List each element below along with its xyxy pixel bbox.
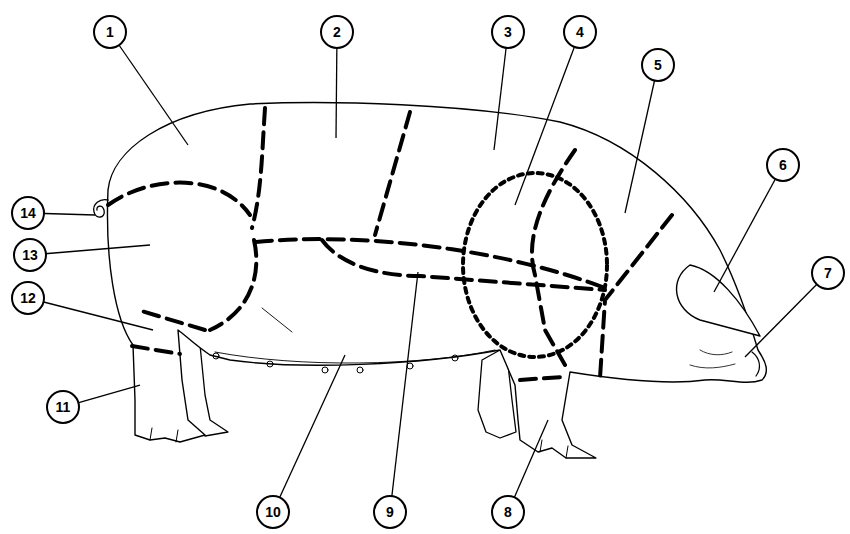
callout-circle: 7 [811, 256, 845, 290]
callout-circle: 5 [641, 48, 675, 82]
callout-number: 5 [654, 58, 662, 72]
pig-ear [677, 265, 760, 336]
leader-line [390, 272, 418, 512]
callout-circle: 4 [563, 15, 597, 49]
cut-line [520, 377, 562, 380]
callout-circle: 8 [491, 495, 525, 529]
pig-body-outline [107, 103, 766, 458]
belly-line [215, 350, 495, 363]
leader-line [110, 32, 188, 145]
leader-lines [28, 32, 828, 512]
callout-number: 9 [386, 505, 394, 519]
shoulder-cut-dotted [463, 173, 607, 357]
callout-circle: 3 [491, 15, 525, 49]
pig-tail [94, 200, 108, 217]
cut-line [132, 346, 180, 354]
cut-line [252, 108, 265, 228]
callout-circle: 10 [256, 495, 290, 529]
callout-circle: 6 [766, 148, 800, 182]
flank-wrinkle [262, 308, 292, 332]
callout-circle: 14 [11, 196, 45, 230]
callout-circle: 2 [320, 15, 354, 49]
face-wrinkle [690, 350, 735, 368]
leader-line [30, 245, 150, 255]
cut-line [108, 183, 250, 215]
callout-circle: 9 [373, 495, 407, 529]
callout-number: 8 [504, 505, 512, 519]
cut-line [256, 239, 605, 288]
callout-number: 2 [333, 25, 341, 39]
leader-line [714, 165, 783, 292]
pig-snout [752, 352, 759, 376]
cut-line [138, 310, 205, 330]
callout-circle: 11 [46, 390, 80, 424]
callout-number: 3 [504, 25, 512, 39]
hooves [150, 428, 568, 458]
leader-line [28, 298, 153, 330]
leader-line [625, 65, 658, 213]
callout-number: 4 [576, 25, 584, 39]
callout-circle: 13 [13, 238, 47, 272]
cut-line [210, 240, 256, 330]
leader-line [515, 32, 580, 205]
callout-number: 12 [20, 291, 36, 305]
callout-number: 6 [779, 158, 787, 172]
teats [213, 353, 458, 373]
leader-line [273, 355, 345, 512]
leader-line [745, 273, 828, 357]
callout-number: 7 [824, 266, 832, 280]
cut-line [375, 112, 410, 235]
callout-circle: 1 [93, 15, 127, 49]
callout-number: 14 [20, 206, 36, 220]
callout-number: 1 [106, 25, 114, 39]
callout-number: 13 [22, 248, 38, 262]
callout-number: 11 [56, 400, 71, 414]
callout-circle: 12 [11, 281, 45, 315]
callout-number: 10 [265, 505, 281, 519]
leader-line [494, 32, 508, 150]
cut-line [600, 215, 672, 378]
